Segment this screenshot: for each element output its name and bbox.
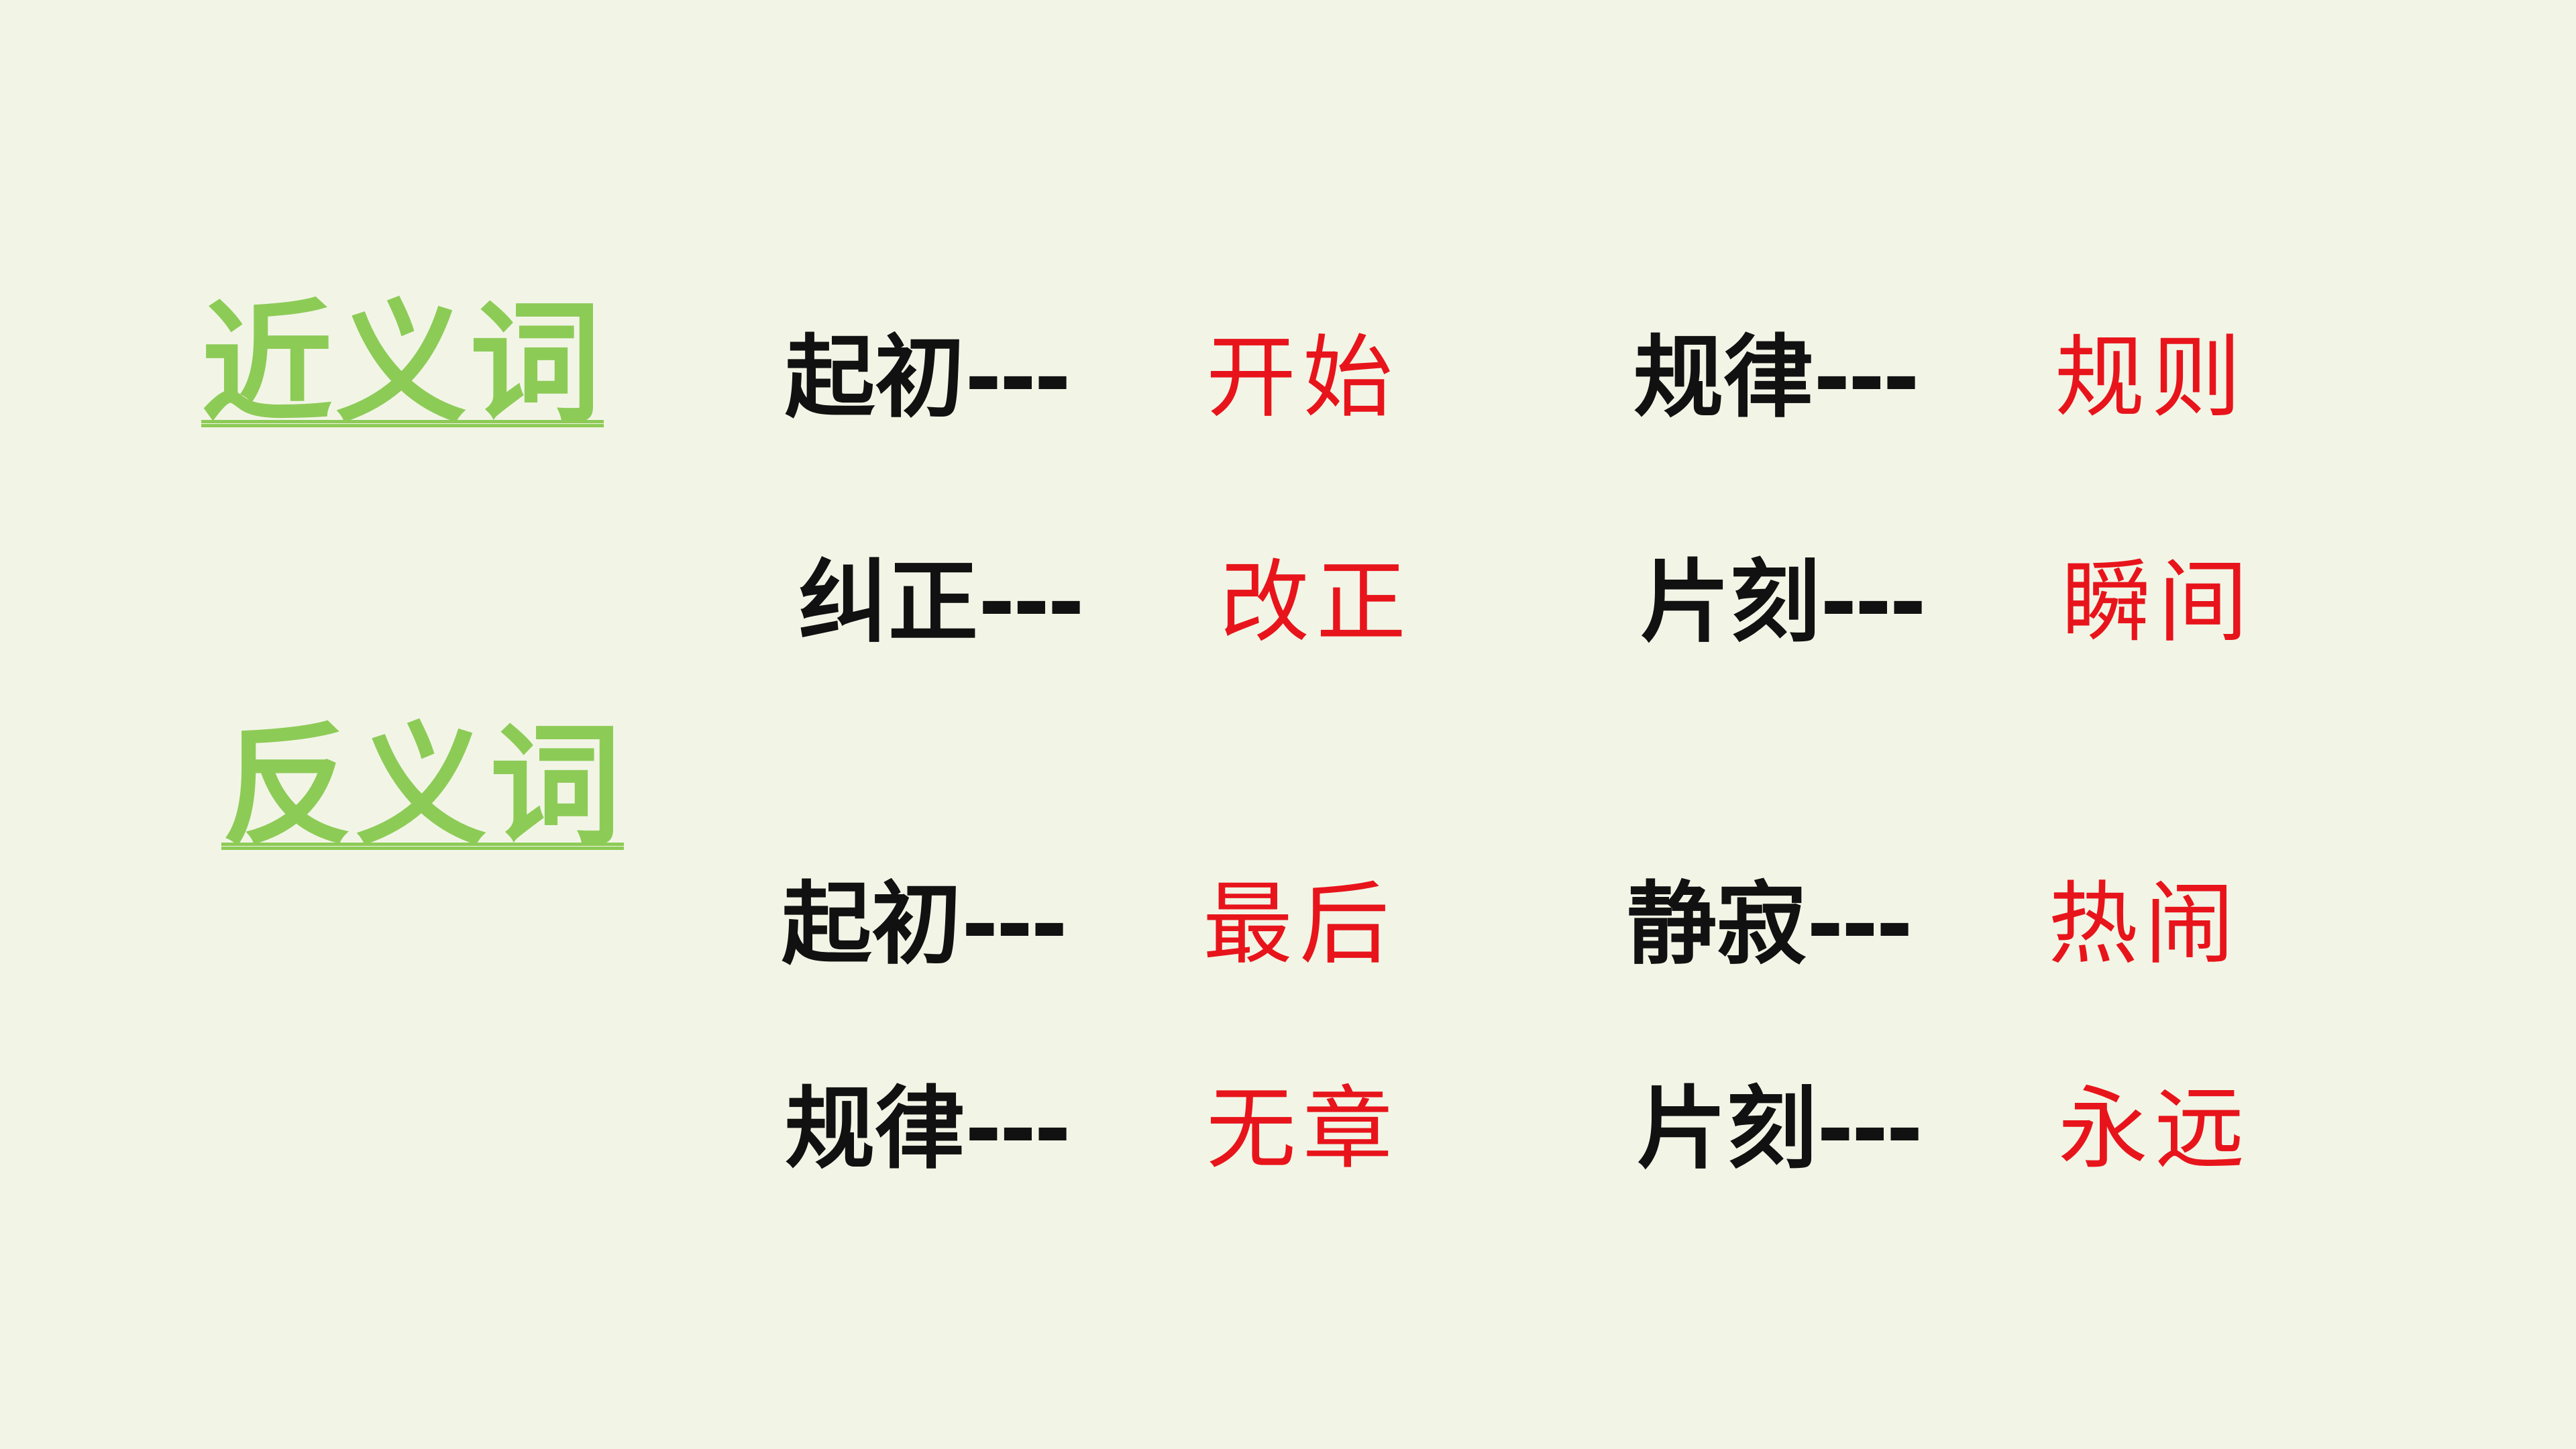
antonym-pair: 片刻---永远 <box>1637 1083 2251 1174</box>
synonym-pair: 片刻---瞬间 <box>1640 557 2255 647</box>
pair-dashes: --- <box>1807 879 1913 969</box>
pair-word: 片刻 <box>1640 549 1821 655</box>
synonym-pair: 起初---开始 <box>785 332 1399 423</box>
pair-answer: 永远 <box>2058 1077 2252 1181</box>
pair-dashes: --- <box>1820 557 1927 647</box>
pair-word: 规律 <box>785 1075 965 1181</box>
pair-word: 起初 <box>782 871 962 977</box>
pair-answer: 改正 <box>1220 550 1413 655</box>
pair-dashes: --- <box>965 1084 1071 1174</box>
pair-dashes: --- <box>1817 1084 1923 1174</box>
pair-word: 静寂 <box>1627 871 1807 977</box>
pair-answer: 无章 <box>1206 1077 1400 1181</box>
pair-dashes: --- <box>1813 333 1920 423</box>
pair-dashes: --- <box>961 879 1068 969</box>
pair-answer: 热闹 <box>2048 872 2242 977</box>
pair-answer: 最后 <box>1203 872 1397 977</box>
pair-answer: 规则 <box>2055 325 2249 430</box>
synonym-pair: 规律---规则 <box>1633 332 2248 423</box>
pair-answer: 开始 <box>1206 325 1400 430</box>
pair-word: 规律 <box>1633 324 1814 430</box>
pair-word: 起初 <box>785 324 965 430</box>
antonym-pair: 起初---最后 <box>782 879 1396 969</box>
pair-word: 片刻 <box>1637 1075 1817 1181</box>
pair-answer: 瞬间 <box>2061 550 2255 655</box>
antonym-pair: 静寂---热闹 <box>1627 879 2241 969</box>
antonym-pair: 规律---无章 <box>785 1083 1399 1174</box>
synonym-pair: 纠正---改正 <box>798 557 1413 647</box>
pair-dashes: --- <box>978 557 1085 647</box>
pair-word: 纠正 <box>798 549 979 655</box>
synonyms-title: 近义词 <box>201 288 604 441</box>
pair-dashes: --- <box>965 333 1071 423</box>
antonyms-title: 反义词 <box>221 710 625 863</box>
